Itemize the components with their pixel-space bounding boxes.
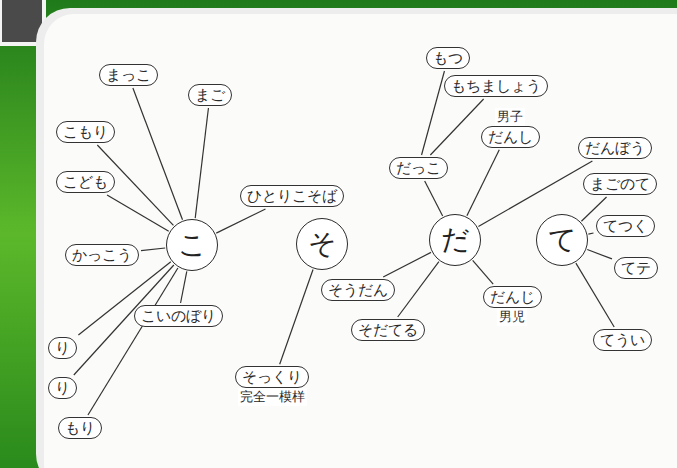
word-node: り bbox=[48, 377, 77, 399]
word-text: こもり bbox=[56, 121, 115, 143]
connector bbox=[425, 181, 443, 216]
word-node: そっくり完全一模样 bbox=[235, 366, 309, 406]
connector bbox=[195, 108, 208, 218]
word-text: まっこ bbox=[99, 64, 158, 86]
word-node: こいのぼり bbox=[134, 305, 223, 327]
word-node: 男子だんし bbox=[481, 108, 540, 148]
word-text: こいのぼり bbox=[134, 305, 223, 327]
word-text: り bbox=[48, 337, 77, 359]
connector bbox=[383, 252, 431, 277]
connector bbox=[398, 262, 439, 317]
word-text: り bbox=[48, 377, 77, 399]
hub-circle: て bbox=[536, 214, 588, 266]
connector bbox=[587, 250, 612, 259]
photo-corner bbox=[2, 0, 42, 42]
word-text: だ bbox=[441, 226, 470, 254]
word-text: そ bbox=[308, 230, 337, 258]
word-node: てつく bbox=[596, 215, 655, 237]
word-node: だんぼう bbox=[578, 137, 652, 159]
connector bbox=[473, 260, 494, 284]
word-node: まご bbox=[188, 84, 232, 106]
word-node: だんじ男児 bbox=[483, 286, 542, 326]
hub-circle: こ bbox=[166, 219, 218, 271]
word-node: こども bbox=[56, 171, 115, 193]
word-text: まご bbox=[188, 84, 232, 106]
word-node: り bbox=[48, 337, 77, 359]
word-text: かっこう bbox=[65, 244, 139, 266]
connector bbox=[216, 209, 265, 233]
word-node: そうだん bbox=[321, 279, 395, 301]
word-text: てうい bbox=[593, 329, 652, 351]
word-text: だっこ bbox=[389, 157, 448, 179]
word-text: だんぼう bbox=[578, 137, 652, 159]
word-text: こ bbox=[178, 231, 207, 259]
connector bbox=[422, 71, 445, 155]
hub-circle: そ bbox=[296, 218, 348, 270]
connector bbox=[181, 271, 187, 303]
word-text: そっくり bbox=[235, 366, 309, 388]
connector bbox=[133, 88, 183, 220]
word-text: そうだん bbox=[321, 279, 395, 301]
word-node: もり bbox=[58, 417, 102, 439]
connector bbox=[467, 150, 499, 216]
word-node: ひとりこそば bbox=[240, 185, 344, 207]
word-node: てテ bbox=[614, 257, 658, 279]
note-text: 男児 bbox=[497, 308, 527, 326]
connector bbox=[141, 248, 165, 251]
word-text: こども bbox=[56, 171, 115, 193]
word-text: て bbox=[548, 226, 577, 254]
word-text: ひとりこそば bbox=[240, 185, 344, 207]
paper-card bbox=[44, 14, 677, 468]
word-node: まっこ bbox=[99, 64, 158, 86]
connector bbox=[280, 269, 313, 364]
connector bbox=[588, 233, 593, 234]
word-text: もつ bbox=[426, 47, 470, 69]
word-node: そだてる bbox=[351, 319, 425, 341]
word-text: もちましょう bbox=[444, 75, 548, 97]
note-text: 完全一模样 bbox=[238, 388, 307, 406]
word-node: だっこ bbox=[389, 157, 448, 179]
word-node: てうい bbox=[593, 329, 652, 351]
word-node: かっこう bbox=[65, 244, 139, 266]
word-text: そだてる bbox=[351, 319, 425, 341]
note-text: 男子 bbox=[495, 108, 525, 126]
word-text: だんじ bbox=[483, 286, 542, 308]
connector bbox=[107, 195, 169, 231]
word-text: てつく bbox=[596, 215, 655, 237]
word-text: まごのて bbox=[583, 173, 657, 195]
word-node: もちましょう bbox=[444, 75, 548, 97]
connector bbox=[576, 263, 614, 327]
word-node: まごのて bbox=[583, 173, 657, 195]
word-text: もり bbox=[58, 417, 102, 439]
hub-circle: だ bbox=[429, 214, 481, 266]
word-text: だんし bbox=[481, 126, 540, 148]
word-node: こもり bbox=[56, 121, 115, 143]
connector bbox=[88, 268, 178, 415]
word-text: てテ bbox=[614, 257, 658, 279]
word-node: もつ bbox=[426, 47, 470, 69]
connector bbox=[430, 99, 483, 155]
